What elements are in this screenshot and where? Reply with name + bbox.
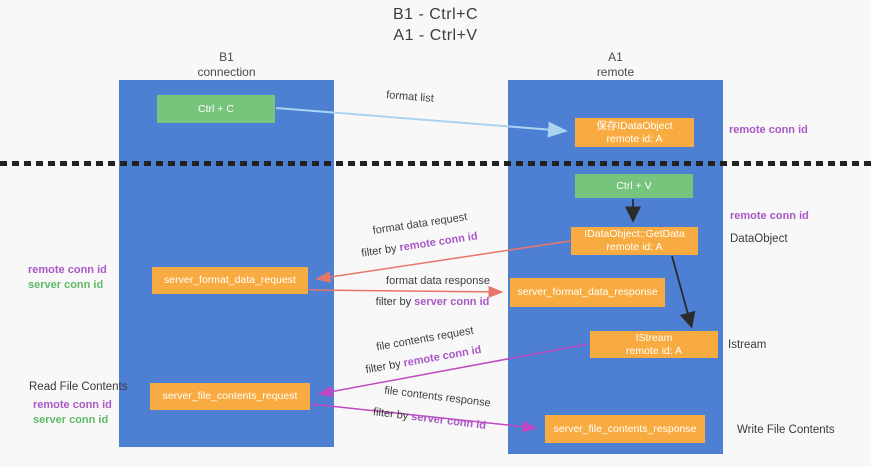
filter-id: remote conn id	[402, 343, 483, 370]
lane-header-b1: B1 connection	[119, 50, 334, 80]
node-save-idataobject-line1: 保存IDataObject	[596, 119, 673, 132]
filter-id: server conn id	[410, 410, 487, 432]
node-istream-line2: remote id: A	[625, 344, 683, 357]
node-ctrl-v-label: Ctrl + V	[616, 179, 652, 192]
diagram-title-line1: B1 - Ctrl+C	[392, 6, 479, 23]
annotation-write-file-contents: Write File Contents	[737, 424, 835, 436]
node-istream-line1: IStream	[635, 331, 673, 344]
node-server-file-contents-request: server_file_contents_request	[150, 383, 310, 410]
lane-b1-role: connection	[197, 65, 256, 79]
lane-a1-name: A1	[608, 50, 623, 64]
filter-id: server conn id	[414, 296, 490, 308]
machine-boundary-divider	[0, 161, 871, 166]
arrow-format-data-response	[308, 285, 504, 298]
node-getdata-line2: remote id: A	[606, 241, 663, 253]
edge-filter-format-data-response: filter by server conn id	[365, 296, 500, 308]
node-server-file-contents-response: server_file_contents_response	[545, 415, 705, 443]
annotation-remote-conn-id-top: remote conn id	[729, 124, 808, 136]
edge-label-format-data-response: format data response	[386, 275, 490, 287]
filter-prefix: filter by	[372, 406, 413, 423]
node-istream: IStream remote id: A	[590, 331, 718, 358]
annotation-istream: Istream	[728, 339, 767, 351]
annotation-remote-conn-id-mid: remote conn id	[730, 210, 809, 222]
node-save-idataobject-line2: remote id: A	[606, 132, 663, 145]
filter-id: remote conn id	[398, 230, 479, 254]
node-server-format-data-request: server_format_data_request	[152, 267, 308, 294]
lane-a1-role: remote	[596, 65, 635, 79]
node-getdata: IDataObject::GetData remote id: A	[571, 227, 698, 255]
annotation-dataobject: DataObject	[730, 233, 788, 245]
annotation-left-remote-conn-id-format: remote conn id	[28, 264, 107, 276]
edge-label-format-list: format list	[385, 89, 435, 105]
node-ctrl-v: Ctrl + V	[575, 174, 693, 198]
node-server-format-data-response: server_format_data_response	[510, 278, 665, 307]
filter-prefix: filter by	[364, 357, 405, 377]
node-ctrl-c-label: Ctrl + C	[198, 102, 234, 115]
node-server-format-data-response-label: server_format_data_response	[517, 286, 658, 298]
diagram-title-line2: A1 - Ctrl+V	[393, 27, 478, 44]
lane-b1-name: B1	[219, 50, 234, 64]
annotation-left-remote-conn-id-file: remote conn id	[33, 399, 112, 411]
annotation-read-file-contents: Read File Contents	[29, 381, 128, 393]
node-getdata-line1: IDataObject::GetData	[584, 228, 685, 240]
lane-header-a1: A1 remote	[508, 50, 723, 80]
node-ctrl-c: Ctrl + C	[157, 95, 275, 123]
node-save-idataobject: 保存IDataObject remote id: A	[575, 118, 694, 147]
annotation-left-server-conn-id-format: server conn id	[28, 279, 104, 291]
filter-prefix: filter by	[360, 242, 401, 260]
node-server-file-contents-response-label: server_file_contents_response	[553, 422, 697, 435]
node-server-format-data-request-label: server_format_data_request	[164, 274, 296, 286]
annotation-left-server-conn-id-file: server conn id	[33, 414, 109, 426]
filter-prefix: filter by	[375, 296, 415, 308]
node-server-file-contents-request-label: server_file_contents_request	[162, 390, 298, 402]
